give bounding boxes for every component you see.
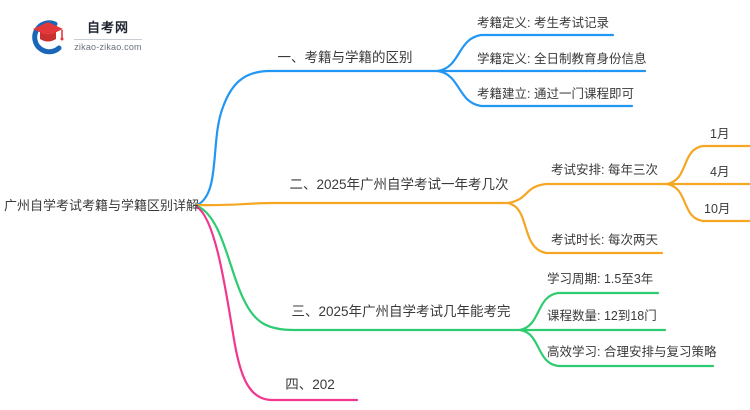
branch-3-node[interactable]: 三、2025年广州自学考试几年能考完: [291, 304, 511, 319]
branch-2-child-2-node[interactable]: 考试时长: 每次两天: [551, 233, 658, 247]
branch-2-month-apr-node[interactable]: 4月: [710, 165, 730, 179]
logo[interactable]: 自考网 zikao-zikao.com: [28, 18, 146, 58]
root-node[interactable]: 广州自学考试考籍与学籍区别详解: [4, 198, 200, 213]
branch-2-node[interactable]: 二、2025年广州自学考试一年考几次: [289, 177, 509, 192]
branch2-month1-line: [665, 144, 750, 186]
branch-4-node[interactable]: 四、202: [285, 377, 335, 392]
branch-1-child-2-node[interactable]: 学籍定义: 全日制教育身份信息: [477, 52, 647, 66]
branch2-main-line: [195, 201, 510, 207]
logo-subtitle: zikao-zikao.com: [74, 42, 142, 52]
branch-1-child-1-node[interactable]: 考籍定义: 考生考试记录: [477, 16, 609, 30]
branch1-main-line: [195, 69, 440, 207]
branch-3-child-2-node[interactable]: 课程数量: 12到18门: [547, 309, 657, 323]
branch-1-node[interactable]: 一、考籍与学籍的区别: [277, 50, 413, 65]
branch-2-month-jan-node[interactable]: 1月: [710, 127, 730, 141]
branch-3-child-3-node[interactable]: 高效学习: 合理安排与复习策略: [547, 345, 717, 359]
branch-2-child-1-node[interactable]: 考试安排: 每年三次: [551, 163, 658, 177]
branch1-child1-line: [436, 33, 615, 73]
branch3-child3-line: [518, 328, 715, 368]
graduation-cap-icon: [32, 20, 64, 55]
branch2-month3-line: [665, 182, 750, 223]
branch1-child3-line: [436, 69, 634, 108]
branch-1-child-3-node[interactable]: 考籍建立: 通过一门课程即可: [477, 87, 634, 101]
branch-3-child-1-node[interactable]: 学习周期: 1.5至3年: [547, 272, 654, 286]
branch2-child1-line: [506, 182, 669, 205]
branch2-child2-line: [506, 201, 664, 255]
branch-2-month-oct-node[interactable]: 10月: [704, 202, 731, 216]
logo-divider: [74, 39, 142, 40]
branch4-main-line: [195, 205, 359, 402]
logo-title: 自考网: [86, 20, 129, 35]
branch3-child1-line: [518, 291, 660, 332]
branch3-main-line: [195, 204, 522, 332]
